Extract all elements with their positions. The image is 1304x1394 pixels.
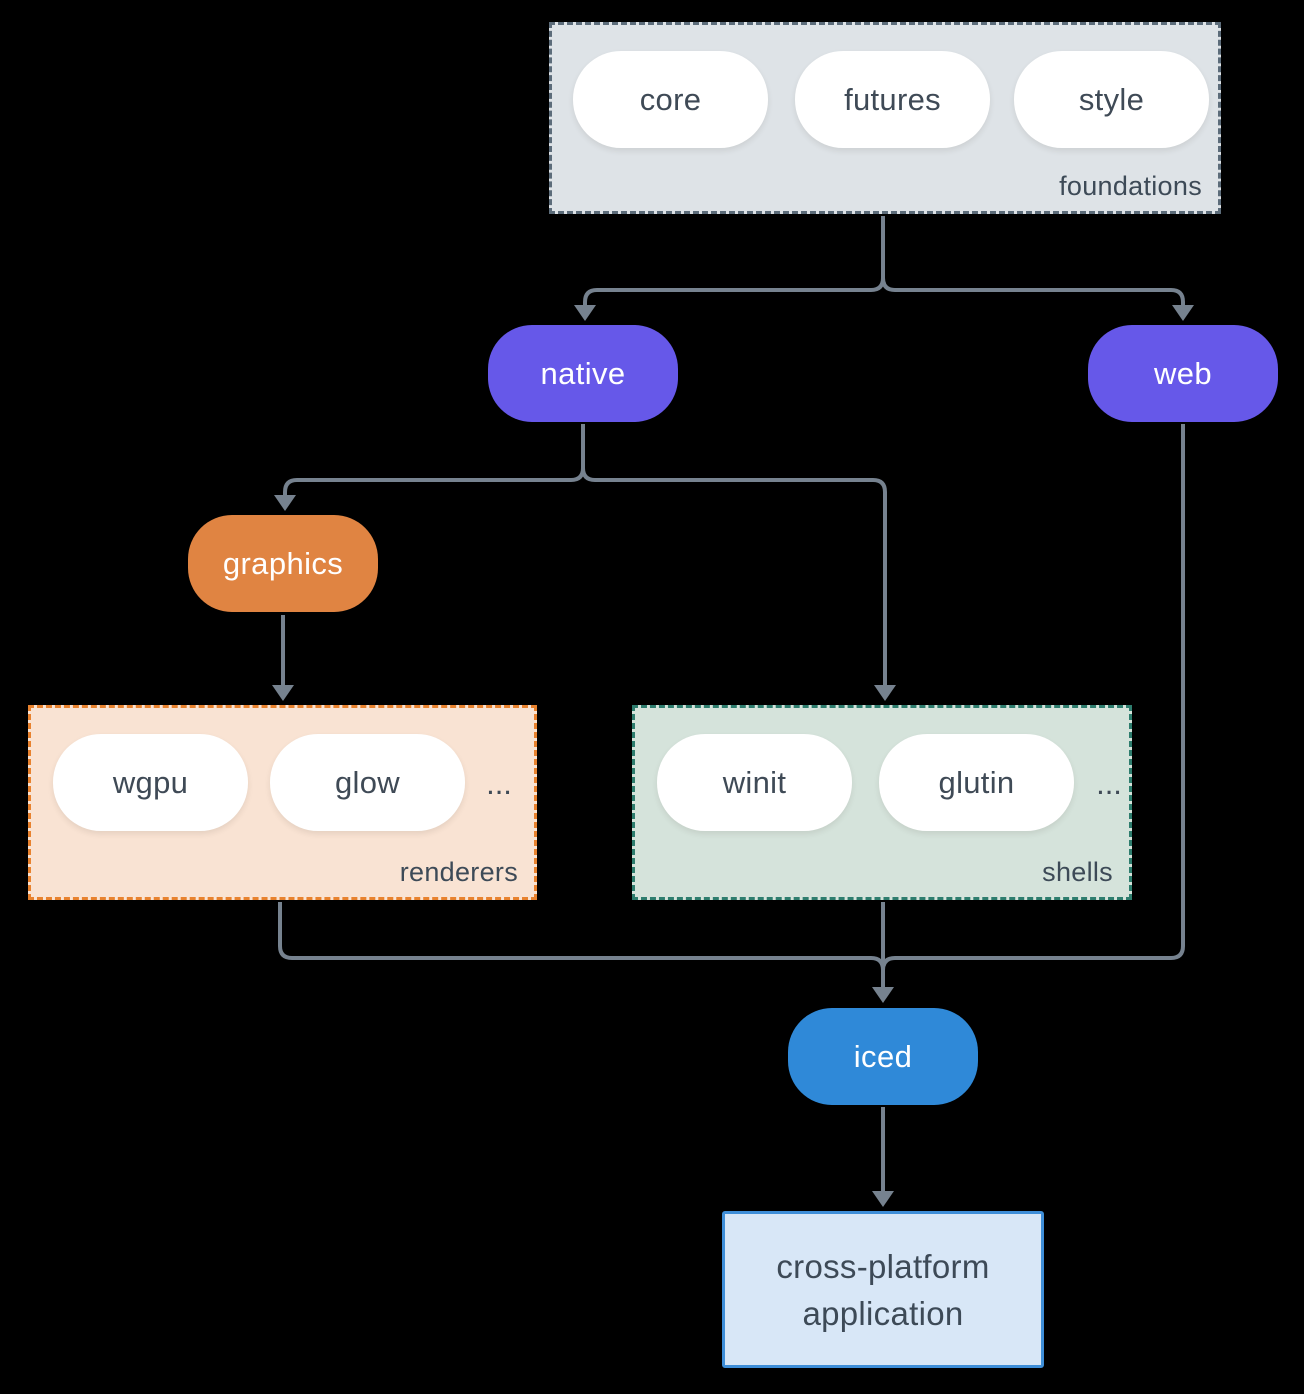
node-cross-platform-application: cross-platform application [722,1211,1044,1368]
edge-renderers-iced [278,902,885,971]
node-iced: iced [788,1008,978,1105]
edge-foundations-web [881,216,1185,306]
edge-native-graphics [283,424,585,496]
node-graphics: graphics [188,515,378,612]
arrowhead-iced [872,987,894,1003]
node-style: style [1014,51,1209,148]
edge-foundations-native [583,216,885,306]
shells-ellipsis: ... [1096,766,1122,801]
node-winit: winit [657,734,852,831]
arrowhead-native [574,305,596,321]
edge-native-shells [581,424,887,686]
node-native: native [488,325,678,422]
group-label-shells: shells [1042,857,1113,887]
node-glow: glow [270,734,465,831]
arrowhead-web [1172,305,1194,321]
arrowhead-shells [874,685,896,701]
group-label-renderers: renderers [399,857,518,887]
node-futures: futures [795,51,990,148]
group-renderers: wgpu glow ... renderers [28,705,537,900]
node-glutin: glutin [879,734,1074,831]
node-wgpu: wgpu [53,734,248,831]
arrowhead-application [872,1191,894,1207]
node-core: core [573,51,768,148]
group-label-foundations: foundations [1059,171,1202,201]
arrowhead-renderers [272,685,294,701]
application-label-line2: application [802,1294,964,1332]
group-foundations: core futures style foundations [549,22,1221,214]
arrowhead-graphics [274,495,296,511]
group-shells: winit glutin ... shells [632,705,1132,900]
application-label-line1: cross-platform [776,1247,990,1285]
renderers-ellipsis: ... [486,766,512,801]
node-web: web [1088,325,1278,422]
